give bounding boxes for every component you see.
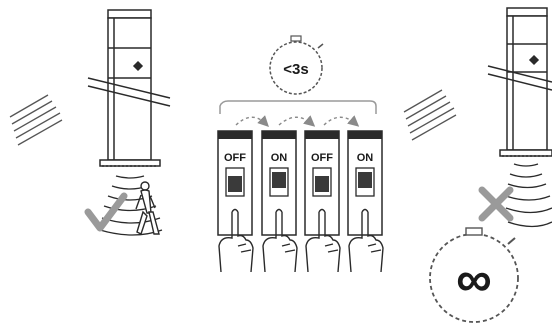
bollard-lamp-icon [87, 9, 171, 167]
switch-toggle [315, 176, 329, 192]
bollard-lamp-icon [487, 7, 552, 157]
walking-person-icon [135, 181, 160, 235]
stopwatch-infinity-icon: ∞ [429, 227, 519, 323]
right-lamp-scene: ∞ [403, 7, 552, 323]
sequence-arrows [235, 115, 360, 127]
breaker-switch: OFF [304, 130, 341, 273]
switch-toggle [228, 176, 242, 192]
switch-top [218, 131, 252, 139]
timer-label: <3s [283, 61, 308, 78]
cross-mark-icon [478, 186, 514, 222]
left-lamp-scene [9, 9, 171, 236]
timer-bracket [219, 100, 377, 114]
switch-top [262, 131, 296, 139]
switch-label: ON [271, 152, 288, 164]
light-rays-left [9, 94, 63, 146]
switch-top [305, 131, 339, 139]
pointing-hand-icon [348, 208, 384, 273]
check-mark-icon [84, 192, 128, 232]
switch-label: ON [357, 152, 374, 164]
switch-top [348, 131, 382, 139]
switch-label: OFF [224, 152, 246, 164]
switch-label: OFF [311, 152, 333, 164]
detection-waves-right [505, 163, 552, 228]
switch-toggle [358, 172, 372, 188]
stopwatch-icon: <3s [269, 35, 324, 95]
infinity-symbol: ∞ [456, 251, 492, 307]
pointing-hand-icon [305, 208, 341, 273]
breaker-switch: OFF [217, 130, 254, 273]
breaker-switch-row: OFF ON OFF ON [217, 130, 384, 273]
light-rays-right [403, 89, 457, 141]
switch-toggle [272, 172, 286, 188]
pointing-hand-icon [218, 208, 254, 273]
pointing-hand-icon [262, 208, 298, 273]
breaker-switch: ON [261, 130, 298, 273]
breaker-switch: ON [347, 130, 384, 273]
